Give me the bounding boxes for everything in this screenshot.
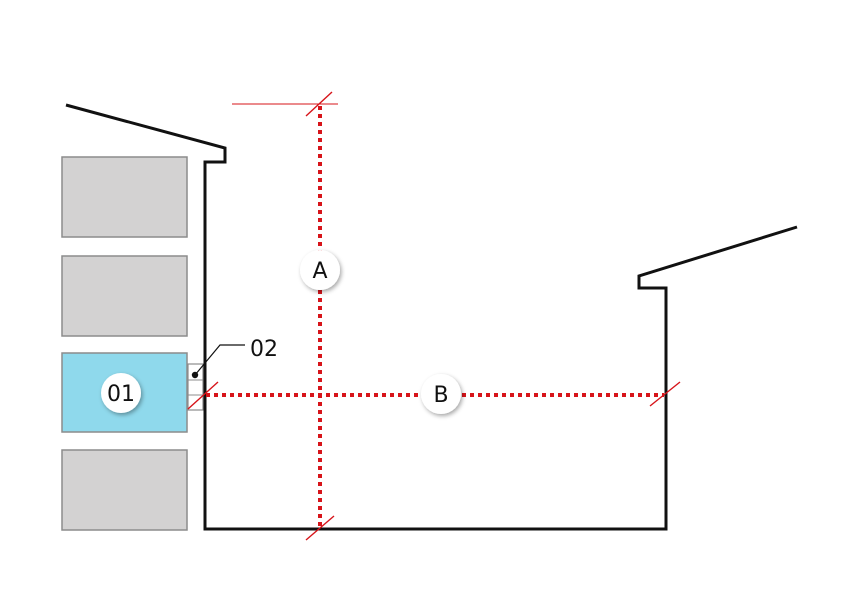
left-roof-line <box>65 103 798 531</box>
badge-01: 01 <box>101 373 141 413</box>
cabinet-second <box>61 255 188 337</box>
dimension-b <box>187 381 681 410</box>
dimension-a <box>232 91 338 541</box>
callout-02-leader <box>191 344 245 379</box>
badge-a: A <box>300 250 340 290</box>
cabinet-stack <box>61 156 188 531</box>
mounting-bracket <box>187 363 204 411</box>
badge-a-label: A <box>312 259 327 284</box>
dimension-b-left-tick <box>187 381 219 410</box>
dimension-a-bottom-tick <box>305 515 335 541</box>
cabinet-bottom <box>61 449 188 531</box>
dimension-a-top-tick <box>305 91 333 117</box>
badge-01-label: 01 <box>107 382 135 407</box>
badge-b: B <box>421 374 461 414</box>
callout-02-dot <box>191 371 199 379</box>
cabinet-top <box>61 156 188 238</box>
room-outline <box>65 103 798 531</box>
badge-b-label: B <box>433 383 448 408</box>
callout-02-label: 02 <box>250 337 278 362</box>
dimension-b-right-tick <box>649 381 681 407</box>
